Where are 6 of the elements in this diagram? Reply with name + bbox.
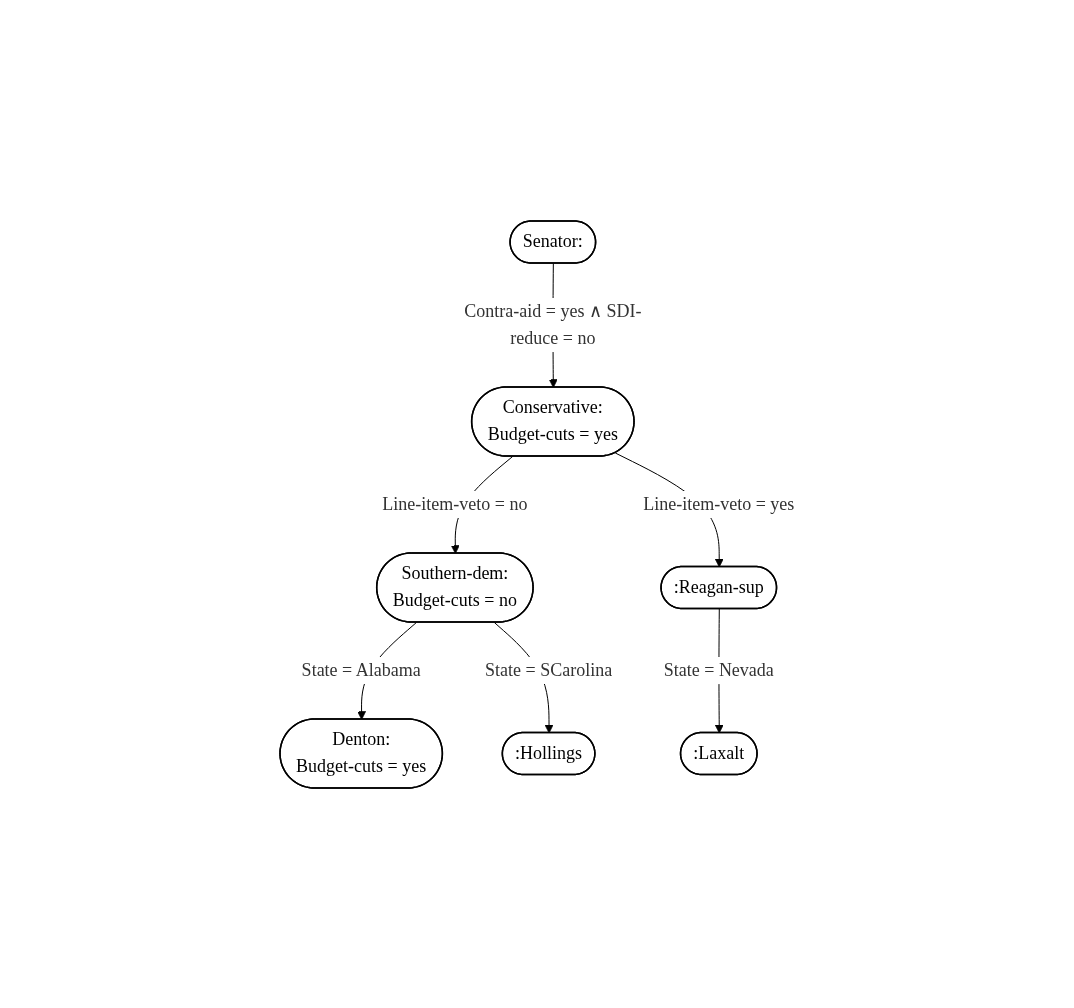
- edge-label: Line-item-veto = yes: [643, 493, 795, 514]
- edge-label: Line-item-veto = no: [382, 493, 528, 514]
- edge-label: State = Alabama: [301, 659, 421, 680]
- edge-label: State = SCarolina: [484, 659, 612, 680]
- edge-label: State = Nevada: [663, 659, 774, 680]
- edge-label: Contra-aid = yes ∧ SDI-reduce = no: [464, 300, 642, 348]
